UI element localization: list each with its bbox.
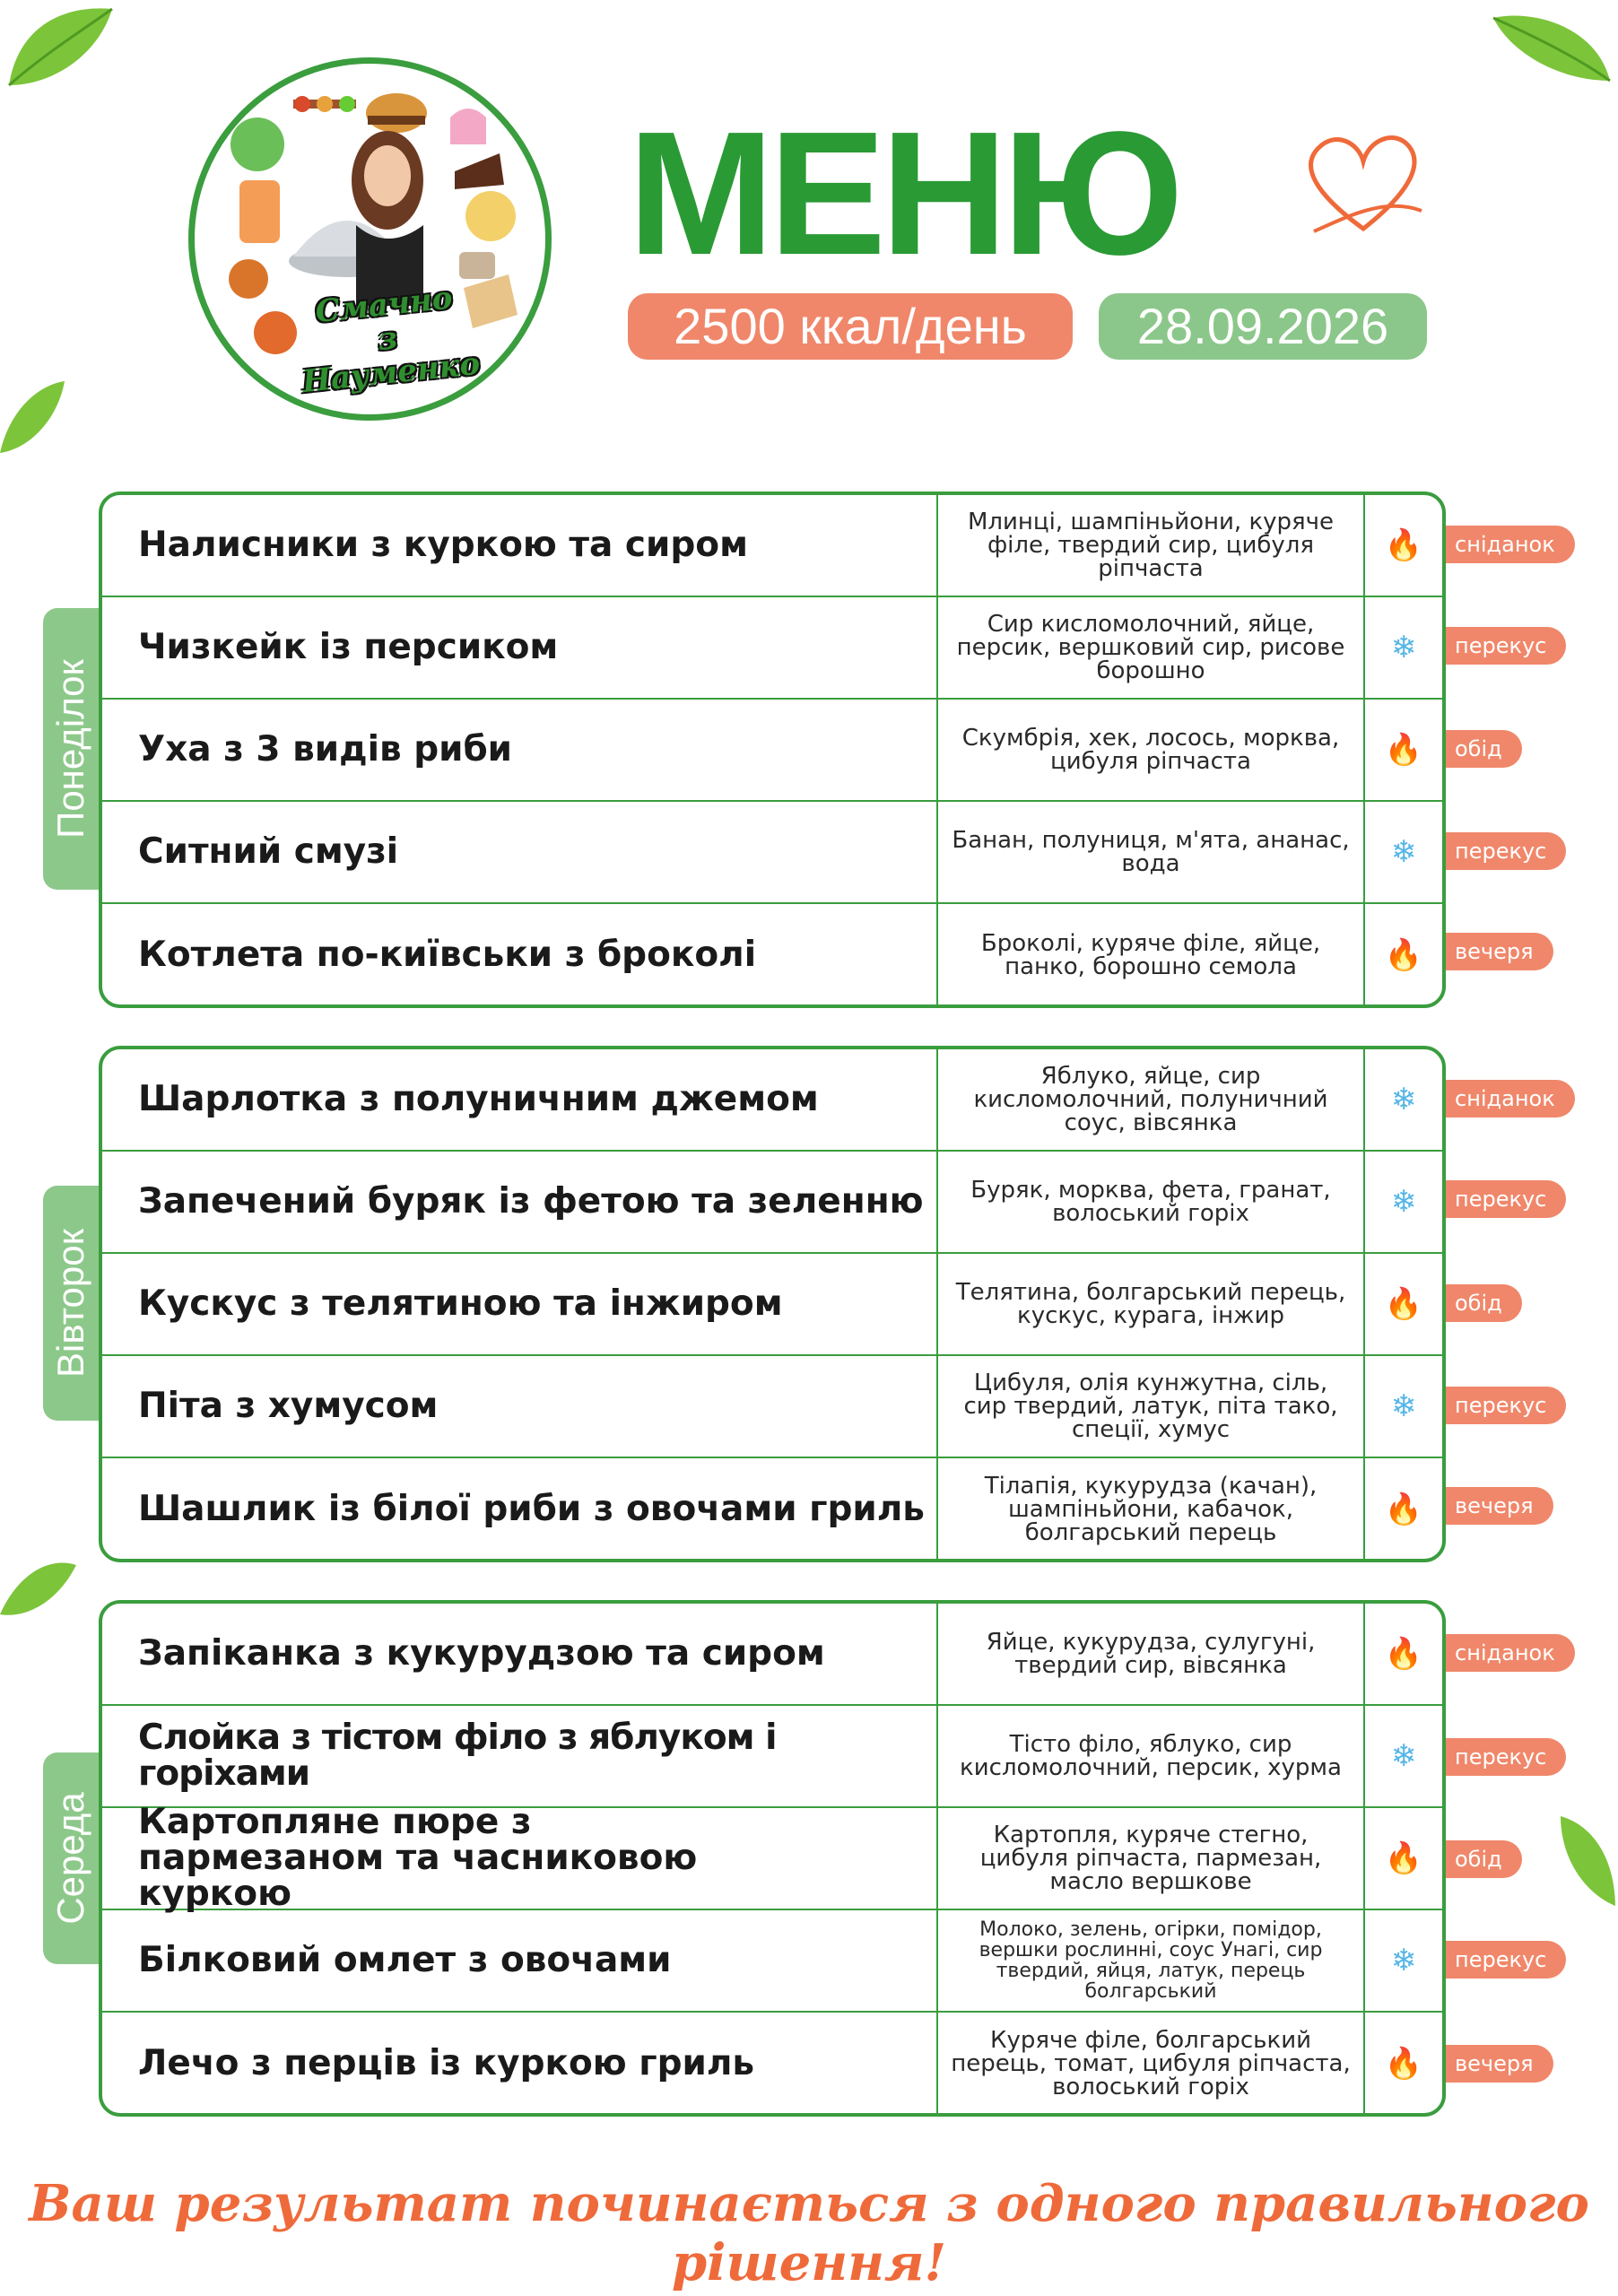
table-row: Шашлик із білої риби з овочами гриль Тіл… — [102, 1458, 1442, 1559]
table-row: Запечений буряк із фетою та зеленню Буря… — [102, 1152, 1442, 1254]
meal-tag: перекус — [1446, 1941, 1567, 1979]
food-illustration-icon — [229, 93, 518, 354]
day-label: Понеділок — [43, 608, 99, 890]
brand-logo: Смачно з Науменко — [188, 57, 552, 421]
fire-icon: 🔥 — [1384, 1286, 1423, 1322]
date-badge: 28.09.2026 — [1099, 293, 1427, 360]
meal-tag: сніданок — [1446, 1634, 1575, 1672]
leaf-decoration-icon — [0, 1562, 76, 1615]
fire-icon: 🔥 — [1384, 1636, 1423, 1672]
dish-name: Білковий омлет з овочами — [102, 1910, 938, 2011]
ingredients: Скумбрія, хек, лосось, морква, цибуля рі… — [938, 700, 1365, 800]
table-row: Лечо з перців із куркою гриль Куряче філ… — [102, 2013, 1442, 2113]
table-row: Запіканка з кукурудзою та сиром Яйце, ку… — [102, 1604, 1442, 1706]
page-title: МЕНЮ — [628, 95, 1184, 291]
footer-slogan: Ваш результат починається з одного прави… — [29, 2174, 1589, 2292]
ingredients: Молоко, зелень, огірки, помідор, вершки … — [938, 1910, 1365, 2011]
dish-name: Налисники з куркою та сиром — [102, 495, 938, 596]
meal-tag: обід — [1446, 1284, 1522, 1322]
meal-tag: перекус — [1446, 1180, 1567, 1218]
ingredients: Яйце, кукурудза, сулугуні, твердий сир, … — [938, 1604, 1365, 1704]
ingredients: Млинці, шампіньйони, куряче філе, тверди… — [938, 495, 1365, 596]
leaf-decoration-icon — [1561, 1816, 1615, 1906]
dish-name: Запіканка з кукурудзою та сиром — [102, 1604, 938, 1704]
dish-name: Картопляне пюре з пармезаном та часников… — [102, 1805, 938, 1912]
fire-icon: 🔥 — [1384, 1492, 1423, 1527]
ingredients: Тілапія, кукурудза (качан), шампіньйони,… — [938, 1458, 1365, 1559]
leaf-decoration-icon — [1492, 15, 1611, 83]
fire-icon: 🔥 — [1384, 732, 1423, 768]
ingredients: Цибуля, олія кунжутна, сіль, сир твердий… — [938, 1356, 1365, 1457]
ingredients: Яблуко, яйце, сир кисломолочний, полунич… — [938, 1049, 1365, 1150]
day-label: Середа — [43, 1752, 99, 1964]
ingredients: Телятина, болгарський перець, кускус, ку… — [938, 1254, 1365, 1354]
snowflake-icon: ❄ — [1390, 1184, 1417, 1220]
ingredients: Буряк, морква, фета, гранат, волоський г… — [938, 1152, 1365, 1252]
ingredients: Броколі, куряче філе, яйце, панко, борош… — [938, 904, 1365, 1004]
snowflake-icon: ❄ — [1390, 834, 1417, 870]
meal-tag: вечеря — [1446, 2045, 1553, 2083]
fire-icon: 🔥 — [1384, 937, 1423, 973]
dish-name: Піта з хумусом — [102, 1356, 938, 1457]
ingredients: Картопля, куряче стегно, цибуля ріпчаста… — [938, 1808, 1365, 1909]
logo-caption: Смачно з Науменко — [300, 280, 482, 401]
table-row: Ситний смузі Банан, полуниця, м'ята, ана… — [102, 802, 1442, 904]
leaf-decoration-icon — [8, 7, 113, 87]
meal-tag: перекус — [1446, 832, 1567, 870]
ingredients: Банан, полуниця, м'ята, ананас, вода — [938, 802, 1365, 902]
table-row: Чизкейк із персиком Сир кисломолочний, я… — [102, 597, 1442, 700]
meal-tag: вечеря — [1446, 1487, 1553, 1525]
dish-name: Ситний смузі — [102, 802, 938, 902]
meal-tag: сніданок — [1446, 1080, 1575, 1118]
table-row: Шарлотка з полуничним джемом Яблуко, яйц… — [102, 1049, 1442, 1152]
leaf-decoration-icon — [0, 381, 65, 453]
dish-name: Уха з 3 видів риби — [102, 700, 938, 800]
dish-name: Лечо з перців із куркою гриль — [102, 2013, 938, 2113]
dish-name: Чизкейк із персиком — [102, 597, 938, 698]
table-row: Налисники з куркою та сиром Млинці, шамп… — [102, 495, 1442, 597]
dish-name: Запечений буряк із фетою та зеленню — [102, 1152, 938, 1252]
snowflake-icon: ❄ — [1390, 1738, 1417, 1774]
table-row: Уха з 3 видів риби Скумбрія, хек, лосось… — [102, 700, 1442, 802]
table-row: Слойка з тістом філо з яблуком і горіхам… — [102, 1706, 1442, 1808]
meal-tag: сніданок — [1446, 526, 1575, 563]
ingredients: Куряче філе, болгарський перець, томат, … — [938, 2013, 1365, 2113]
meal-tag: перекус — [1446, 627, 1567, 665]
day-block: Запіканка з кукурудзою та сиром Яйце, ку… — [99, 1600, 1446, 2117]
day-block: Налисники з куркою та сиром Млинці, шамп… — [99, 491, 1446, 1008]
snowflake-icon: ❄ — [1390, 1943, 1417, 1979]
dish-name: Слойка з тістом філо з яблуком і горіхам… — [102, 1706, 938, 1806]
table-row: Піта з хумусом Цибуля, олія кунжутна, сі… — [102, 1356, 1442, 1458]
ingredients: Тісто філо, яблуко, сир кисломолочний, п… — [938, 1706, 1365, 1806]
fire-icon: 🔥 — [1384, 527, 1423, 563]
ingredients: Сир кисломолочний, яйце, персик, вершков… — [938, 597, 1365, 698]
dish-name: Котлета по-київськи з броколі — [102, 904, 938, 1004]
dish-name: Кускус з телятиною та інжиром — [102, 1254, 938, 1354]
day-label: Вівторок — [43, 1186, 99, 1421]
calories-badge: 2500 ккал/день — [628, 293, 1073, 360]
meal-tag: обід — [1446, 1840, 1522, 1878]
meal-tag: перекус — [1446, 1387, 1567, 1424]
heart-icon — [1309, 135, 1422, 233]
meal-tag: перекус — [1446, 1738, 1567, 1776]
table-row: Білковий омлет з овочами Молоко, зелень,… — [102, 1910, 1442, 2013]
snowflake-icon: ❄ — [1390, 630, 1417, 665]
fire-icon: 🔥 — [1384, 2046, 1423, 2082]
table-row: Картопляне пюре з пармезаном та часников… — [102, 1805, 1442, 1912]
meal-tag: обід — [1446, 730, 1522, 768]
snowflake-icon: ❄ — [1390, 1388, 1417, 1424]
dish-name: Шарлотка з полуничним джемом — [102, 1049, 938, 1150]
snowflake-icon: ❄ — [1390, 1082, 1417, 1118]
dish-name: Шашлик із білої риби з овочами гриль — [102, 1458, 938, 1559]
day-block: Шарлотка з полуничним джемом Яблуко, яйц… — [99, 1046, 1446, 1562]
meal-tag: вечеря — [1446, 933, 1553, 970]
fire-icon: 🔥 — [1384, 1840, 1423, 1876]
table-row: Котлета по-київськи з броколі Броколі, к… — [102, 904, 1442, 1004]
table-row: Кускус з телятиною та інжиром Телятина, … — [102, 1254, 1442, 1356]
